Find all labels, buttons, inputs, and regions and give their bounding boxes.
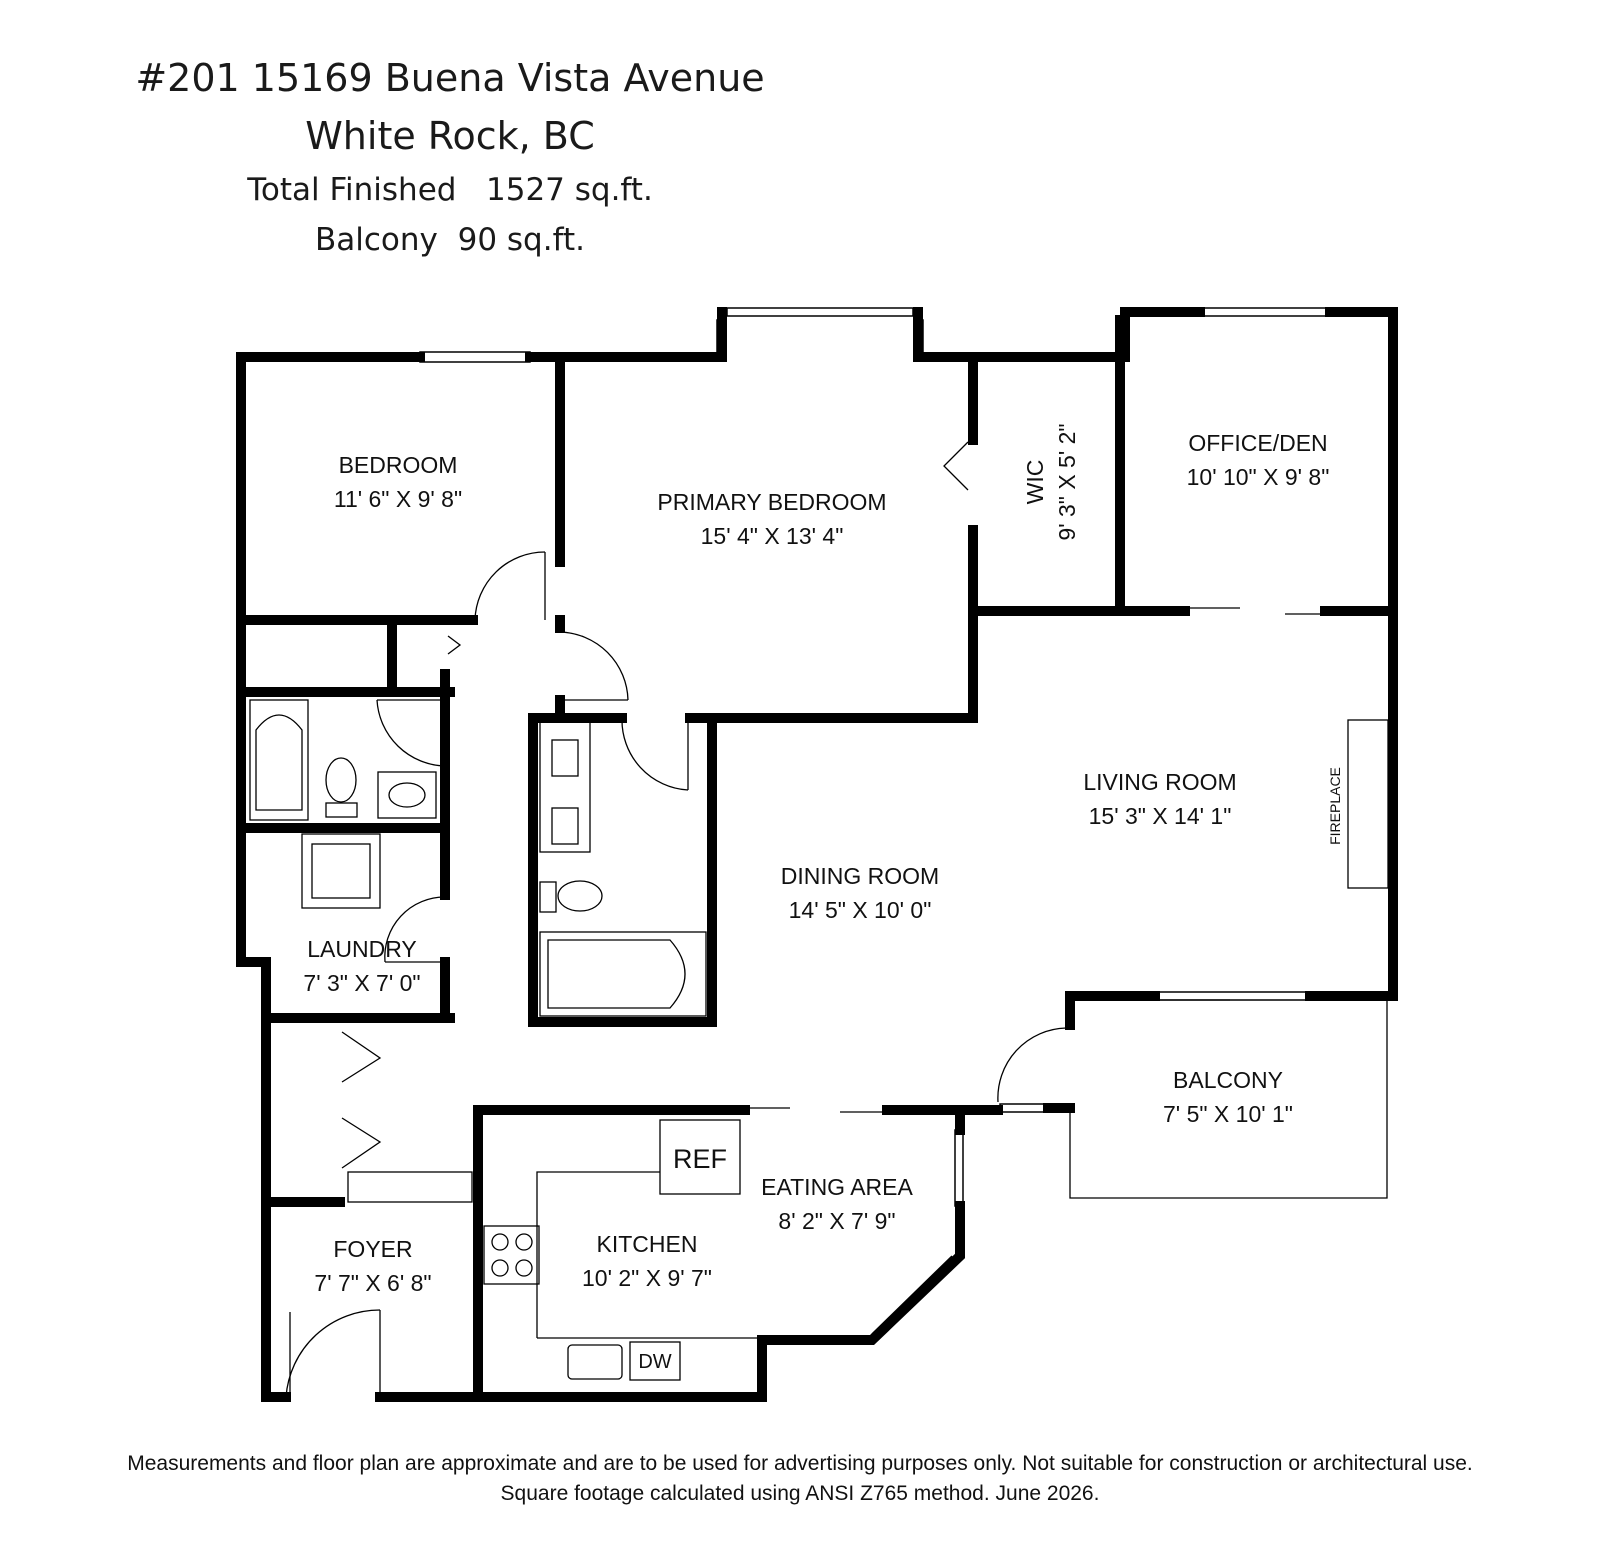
toilet-tank	[325, 802, 358, 818]
door-bifold	[341, 1117, 382, 1169]
balcony-area: Balcony 90 sq.ft.	[315, 222, 585, 258]
burner	[515, 1233, 533, 1251]
fixtures	[249, 619, 1389, 1381]
refrigerator	[659, 1119, 741, 1195]
vanity	[539, 721, 591, 853]
room-dims-kitchen: 10' 2" X 9' 7"	[582, 1265, 712, 1291]
door-swing	[384, 896, 446, 963]
door-bifold	[943, 441, 969, 491]
room-dims-foyer: 7' 7" X 6' 8"	[314, 1270, 431, 1296]
sink	[551, 807, 579, 845]
room-name-wic: WIC	[1022, 460, 1048, 505]
door-swing	[285, 1309, 381, 1398]
sink	[551, 739, 579, 777]
window	[419, 351, 531, 363]
bathtub-inner	[547, 939, 686, 1009]
room-dims-dining-room: 14' 5" X 10' 0"	[789, 897, 932, 923]
address-line-1: #201 15169 Buena Vista Avenue	[135, 56, 765, 100]
address-line-2: White Rock, BC	[305, 114, 595, 158]
burner	[515, 1259, 533, 1277]
door-swing	[621, 717, 689, 791]
dishwasher	[629, 1341, 681, 1381]
balcony-outline	[1069, 1000, 1388, 1199]
room-name-kitchen: KITCHEN	[597, 1231, 698, 1257]
window	[954, 1129, 964, 1207]
burner	[491, 1233, 509, 1251]
door-swing	[376, 699, 446, 767]
bathtub-inner	[255, 714, 303, 811]
room-name-laundry: LAUNDRY	[307, 936, 417, 962]
window	[877, 1261, 959, 1341]
floor-plan: BEDROOM 11' 6" X 9' 8" PRIMARY BEDROOM 1…	[236, 307, 1398, 1402]
window	[726, 307, 914, 317]
door-bifold	[447, 635, 462, 655]
room-name-primary-bedroom: PRIMARY BEDROOM	[657, 489, 886, 515]
room-dims-balcony: 7' 5" X 10' 1"	[1163, 1101, 1293, 1127]
wall	[236, 352, 271, 1023]
counter	[536, 1171, 660, 1338]
doors	[285, 441, 1325, 1398]
room-dims-eating-area: 8' 2" X 7' 9"	[778, 1208, 895, 1234]
disclaimer-line-1: Measurements and floor plan are approxim…	[127, 1452, 1473, 1475]
bathtub	[249, 699, 309, 821]
sink-basin	[388, 782, 426, 808]
room-name-dining-room: DINING ROOM	[781, 863, 939, 889]
room-name-balcony: BALCONY	[1173, 1067, 1283, 1093]
foyer-closet-shelf	[347, 1171, 473, 1203]
toilet	[557, 880, 603, 912]
dw-label: DW	[638, 1351, 671, 1373]
room-dims-wic: 9' 3" X 5' 2"	[1054, 423, 1080, 540]
toilet	[325, 757, 357, 803]
room-name-foyer: FOYER	[333, 1236, 412, 1262]
room-dims-office-den: 10' 10" X 9' 8"	[1187, 464, 1330, 490]
disclaimer-line-2: Square footage calculated using ANSI Z76…	[500, 1482, 1100, 1505]
window	[871, 1255, 953, 1335]
room-dims-living-room: 15' 3" X 14' 1"	[1089, 803, 1232, 829]
window	[1199, 307, 1331, 317]
wall	[757, 1201, 965, 1402]
window	[914, 319, 924, 355]
room-labels: BEDROOM 11' 6" X 9' 8" PRIMARY BEDROOM 1…	[303, 423, 1343, 1373]
kitchen-sink	[567, 1344, 623, 1380]
bathtub	[539, 931, 707, 1017]
burner	[491, 1259, 509, 1277]
total-finished-area: Total Finished 1527 sq.ft.	[247, 172, 653, 208]
ref-label: REF	[673, 1144, 727, 1174]
room-dims-primary-bedroom: 15' 4" X 13' 4"	[701, 523, 844, 549]
washer	[301, 833, 381, 909]
room-name-office-den: OFFICE/DEN	[1188, 430, 1327, 456]
door-bifold	[341, 1031, 382, 1083]
window	[999, 1103, 1049, 1113]
door-swing	[474, 551, 546, 621]
door-swing	[559, 631, 629, 701]
door-swing	[997, 1027, 1067, 1103]
room-dims-laundry: 7' 3" X 7' 0"	[303, 970, 420, 996]
room-name-eating-area: EATING AREA	[761, 1174, 913, 1200]
room-dims-bedroom: 11' 6" X 9' 8"	[334, 486, 462, 512]
washer-inner	[311, 843, 371, 899]
fireplace	[1347, 719, 1389, 889]
sink	[377, 771, 437, 819]
toilet-tank	[539, 881, 557, 913]
window	[716, 319, 726, 355]
windows	[419, 307, 1331, 1341]
room-name-bedroom: BEDROOM	[339, 452, 458, 478]
stove	[483, 1225, 540, 1285]
window	[1154, 991, 1311, 1001]
fireplace-label: FIREPLACE	[1327, 767, 1343, 845]
room-name-living-room: LIVING ROOM	[1083, 769, 1236, 795]
